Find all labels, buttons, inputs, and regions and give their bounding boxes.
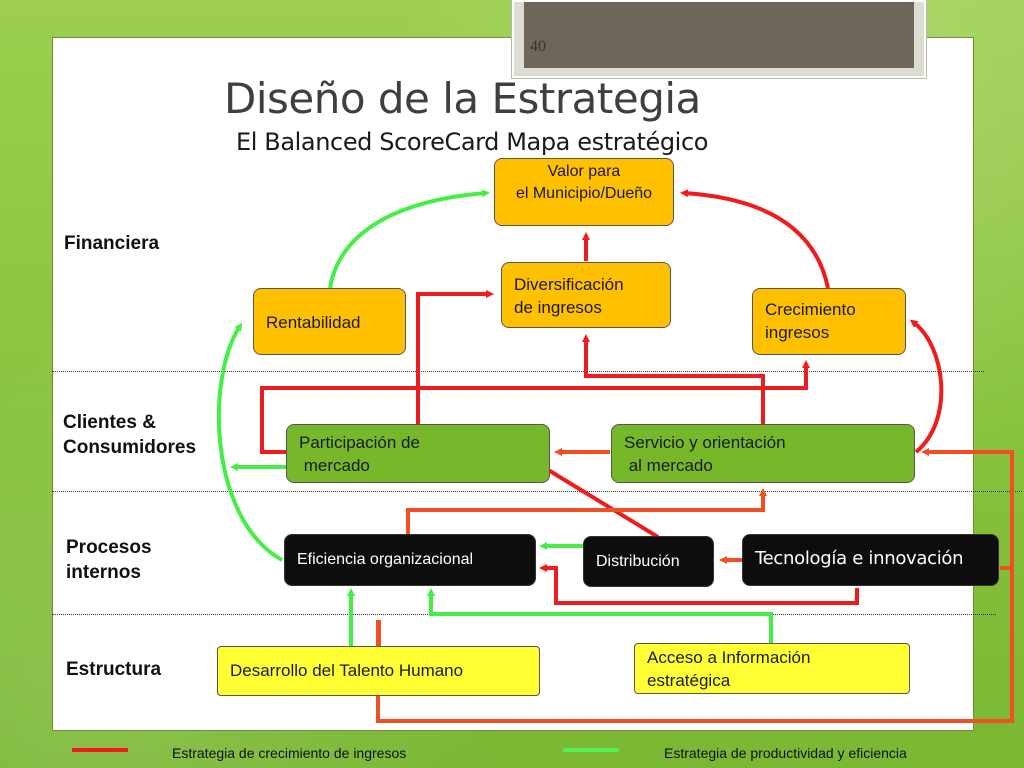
- box-acceso[interactable]: Acceso a Información estratégica: [634, 643, 910, 694]
- box-acceso-line1: Acceso a Información: [647, 648, 811, 667]
- box-crecimiento-line1: Crecimiento: [765, 300, 856, 319]
- row-label-clientes-line1: Clientes &: [63, 412, 156, 433]
- box-servicio[interactable]: Servicio y orientación al mercado: [611, 424, 915, 483]
- box-crecimiento[interactable]: Crecimiento ingresos: [752, 288, 906, 355]
- box-rentabilidad[interactable]: Rentabilidad: [253, 288, 406, 355]
- row-label-estructura: Estructura: [66, 657, 161, 682]
- box-valor-municipio[interactable]: Valor para el Municipio/Dueño: [494, 158, 674, 226]
- row-label-procesos: Procesos internos: [66, 535, 152, 585]
- box-eficiencia-label: Eficiencia organizacional: [297, 551, 474, 568]
- box-eficiencia[interactable]: Eficiencia organizacional: [284, 534, 536, 586]
- row-label-procesos-line1: Procesos: [66, 537, 152, 558]
- legend-red-label: Estrategia de crecimiento de ingresos: [172, 745, 407, 761]
- legend-green-line: [563, 748, 619, 752]
- slide-title: Diseño de la Estrategia: [224, 74, 701, 123]
- box-desarrollo[interactable]: Desarrollo del Talento Humano: [217, 646, 540, 696]
- legend-red-line: [72, 748, 128, 752]
- box-participacion[interactable]: Participación de mercado: [286, 424, 550, 483]
- row-label-clientes-line2: Consumidores: [63, 437, 197, 458]
- box-participacion-line1: Participación de: [299, 433, 420, 452]
- divider-processes-structure: [52, 614, 996, 615]
- box-participacion-line2: mercado: [299, 456, 370, 475]
- divider-financial-clients: [52, 371, 984, 372]
- box-desarrollo-label: Desarrollo del Talento Humano: [230, 661, 464, 680]
- box-tecnologia[interactable]: Tecnología e innovación: [742, 534, 999, 586]
- box-servicio-line2: al mercado: [624, 456, 713, 475]
- box-diversificacion-line2: de ingresos: [514, 298, 602, 317]
- box-acceso-line2: estratégica: [647, 671, 731, 690]
- slide-subtitle: El Balanced ScoreCard Mapa estratégico: [236, 128, 709, 156]
- box-distribucion-label: Distribución: [596, 553, 680, 570]
- legend-green-label: Estrategia de productividad y eficiencia: [664, 745, 907, 761]
- row-label-procesos-line2: internos: [66, 562, 141, 583]
- box-rentabilidad-label: Rentabilidad: [266, 313, 361, 332]
- box-diversificacion[interactable]: Diversificación de ingresos: [501, 262, 671, 328]
- page-number: 40: [530, 38, 546, 55]
- row-label-clientes: Clientes & Consumidores: [63, 410, 196, 460]
- box-distribucion[interactable]: Distribución: [583, 536, 714, 587]
- row-label-financiera: Financiera: [64, 231, 159, 256]
- divider-clients-processes: [52, 491, 1022, 492]
- box-diversificacion-line1: Diversificación: [514, 275, 624, 294]
- box-tecnologia-label: Tecnología e innovación: [755, 548, 964, 569]
- row-label-financiera-text: Financiera: [64, 233, 160, 254]
- box-crecimiento-line2: ingresos: [765, 323, 830, 342]
- box-valor-line1: Valor para: [547, 163, 621, 180]
- box-valor-line2: el Municipio/Dueño: [515, 185, 653, 202]
- header-photo: [512, 0, 926, 78]
- row-label-estructura-text: Estructura: [66, 659, 162, 680]
- box-servicio-line1: Servicio y orientación: [624, 433, 786, 452]
